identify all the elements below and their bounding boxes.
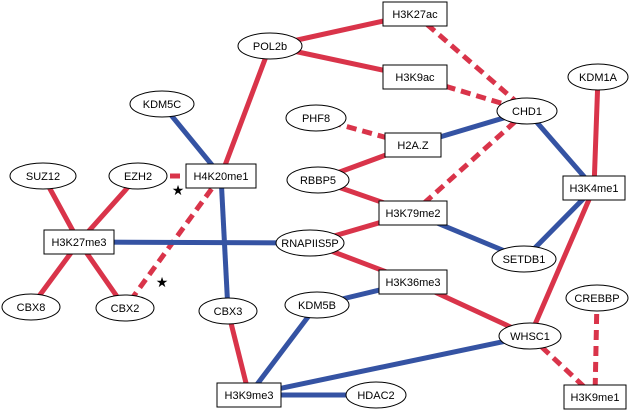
node-cbx3-shape	[198, 297, 258, 325]
node-h2az-label: H2A.Z	[397, 140, 428, 152]
node-whsc1-shape	[498, 322, 562, 350]
node-h3k4me1-label: H3K4me1	[570, 183, 619, 195]
node-cbx2: CBX2	[95, 294, 155, 322]
node-h2az-shape	[384, 132, 442, 158]
node-phf8: PHF8	[285, 104, 347, 132]
node-whsc1: WHSC1	[498, 322, 562, 350]
node-h3k27ac-label: H3K27ac	[392, 9, 438, 21]
node-h3k36me3-label: H3K36me3	[385, 277, 440, 289]
node-h3k9me3: H3K9me3	[216, 382, 282, 408]
node-crebbp-label: CREBBP	[574, 293, 619, 305]
node-setdb1-shape	[491, 245, 557, 273]
node-h3k79me2: H3K79me2	[378, 200, 448, 226]
node-cbx3-label: CBX3	[214, 306, 243, 318]
edge-kdm5b-h3k9me3	[246, 302, 320, 398]
node-h3k27me3-shape	[43, 229, 115, 255]
node-kdm5c: KDM5C	[129, 90, 195, 118]
edge-crebbp-h3k9me1	[592, 297, 600, 398]
node-phf8-label: PHF8	[302, 113, 330, 125]
node-h3k27ac: H3K27ac	[382, 1, 448, 27]
node-hdac2-shape	[345, 381, 407, 409]
node-kdm5c-shape	[129, 90, 195, 118]
node-chd1: CHD1	[496, 97, 558, 125]
node-h3k36me3: H3K36me3	[378, 269, 448, 295]
node-cbx8-label: CBX8	[17, 302, 46, 314]
node-suz12-shape	[9, 162, 77, 190]
node-kdm5b: KDM5B	[284, 291, 350, 319]
node-setdb1: SETDB1	[491, 245, 557, 273]
node-h3k9ac-shape	[382, 64, 448, 90]
edge-kdm1a-h3k4me1	[591, 74, 601, 191]
node-pol2b-shape	[237, 32, 303, 60]
node-h3k79me2-label: H3K79me2	[385, 208, 440, 220]
node-h3k9ac-label: H3K9ac	[395, 72, 435, 84]
node-cbx3: CBX3	[198, 297, 258, 325]
node-h4k20me1-label: H4K20me1	[193, 171, 248, 183]
node-rnapiis5p-label: RNAPIIS5P	[281, 238, 338, 250]
node-h4k20me1-shape	[185, 163, 257, 189]
node-ezh2-shape	[108, 162, 168, 190]
node-ezh2: EZH2	[108, 162, 168, 190]
edge-cbx3-h3k9me3	[225, 308, 252, 398]
node-kdm1a-shape	[567, 63, 629, 91]
node-kdm5b-shape	[284, 291, 350, 319]
node-cbx8: CBX8	[1, 293, 61, 321]
star-icon: ★	[172, 183, 185, 199]
node-h3k79me2-shape	[378, 200, 448, 226]
node-kdm5c-label: KDM5C	[143, 99, 182, 111]
node-chd1-label: CHD1	[512, 106, 542, 118]
edge-h3k27ac-chd1	[413, 12, 529, 113]
node-rnapiis5p-shape	[275, 229, 345, 257]
edge-h3k4me1-whsc1	[527, 185, 597, 339]
node-cbx2-shape	[95, 294, 155, 322]
stars-layer: ★★	[156, 183, 185, 291]
node-rbbp5-label: RBBP5	[300, 175, 336, 187]
node-h3k36me3-shape	[378, 269, 448, 295]
node-crebbp-shape	[565, 284, 629, 312]
node-h4k20me1: H4K20me1	[185, 163, 257, 189]
node-crebbp: CREBBP	[565, 284, 629, 312]
edge-h3k9me3-whsc1	[246, 333, 533, 398]
node-h2az: H2A.Z	[384, 132, 442, 158]
node-h3k9me1-label: H3K9me1	[571, 392, 620, 404]
node-h3k9me1: H3K9me1	[563, 384, 627, 410]
node-whsc1-label: WHSC1	[510, 331, 550, 343]
edge-pol2b-h4k20me1	[218, 43, 273, 179]
node-hdac2: HDAC2	[345, 381, 407, 409]
node-chd1-shape	[496, 97, 558, 125]
node-rbbp5-shape	[286, 166, 350, 194]
node-h3k9me3-shape	[216, 382, 282, 408]
node-h3k9me1-shape	[563, 384, 627, 410]
node-ezh2-label: EZH2	[124, 171, 152, 183]
node-h3k9ac: H3K9ac	[382, 64, 448, 90]
node-rbbp5: RBBP5	[286, 166, 350, 194]
node-cbx2-label: CBX2	[111, 303, 140, 315]
node-cbx8-shape	[1, 293, 61, 321]
node-rnapiis5p: RNAPIIS5P	[275, 229, 345, 257]
edge-chd1-h3k79me2	[411, 109, 529, 215]
edge-h3k27me3-rnapiis5p	[76, 239, 313, 246]
node-h3k27ac-shape	[382, 1, 448, 27]
node-kdm1a: KDM1A	[567, 63, 629, 91]
node-setdb1-label: SETDB1	[503, 254, 546, 266]
node-kdm1a-label: KDM1A	[579, 72, 618, 84]
node-phf8-shape	[285, 104, 347, 132]
node-h3k4me1: H3K4me1	[562, 175, 626, 201]
node-suz12-label: SUZ12	[26, 171, 60, 183]
node-h3k27me3-label: H3K27me3	[51, 237, 106, 249]
node-suz12: SUZ12	[9, 162, 77, 190]
node-hdac2-label: HDAC2	[357, 390, 394, 402]
node-h3k9me3-label: H3K9me3	[225, 390, 274, 402]
node-pol2b: POL2b	[237, 32, 303, 60]
edge-chd1-h3k4me1	[524, 108, 597, 191]
node-h3k4me1-shape	[562, 175, 626, 201]
node-kdm5b-label: KDM5B	[298, 300, 336, 312]
node-h3k27me3: H3K27me3	[43, 229, 115, 255]
star-icon: ★	[156, 275, 169, 291]
node-pol2b-label: POL2b	[253, 41, 287, 53]
